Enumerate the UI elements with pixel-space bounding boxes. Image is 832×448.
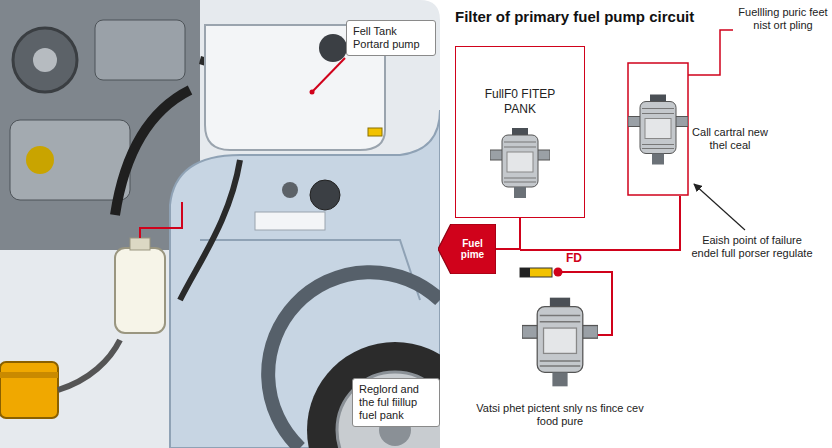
indicator <box>520 268 552 277</box>
node-text: Fell Tank Portard pump <box>353 25 429 51</box>
leader-line <box>312 58 345 92</box>
diagram-title: Filter of primary fuel pump circuit <box>455 8 694 25</box>
wheel-rim <box>337 372 453 448</box>
filler-cap <box>310 180 340 210</box>
junction-dot <box>554 268 563 277</box>
callout-box: Fell Tank Portard pump <box>346 20 436 56</box>
caption-note: Vatsi phet pictent snly ns fince cev foo… <box>468 402 652 428</box>
bottle-cap <box>130 238 150 250</box>
node-text: Fuel pime <box>452 238 493 260</box>
leader-line <box>140 202 182 238</box>
filter-icon <box>490 128 550 198</box>
fender-panel <box>170 110 440 448</box>
oil-cap <box>26 146 54 174</box>
pointer-arrow <box>694 184 745 230</box>
note-label: Eaish point of failure endel full porser… <box>690 234 814 260</box>
tag-fill <box>438 224 496 274</box>
filter-icon <box>628 95 688 165</box>
hose <box>58 340 120 390</box>
filter-panel: FullF0 FITEP PANK <box>455 46 585 218</box>
sensor-plug <box>368 128 382 136</box>
car-illustration <box>0 0 483 448</box>
engine-pulley <box>13 28 77 92</box>
oil-filter-band <box>0 372 58 378</box>
engine-bay <box>0 0 440 448</box>
label-plate <box>255 212 325 230</box>
fuel-line <box>180 160 240 300</box>
intake-part <box>95 20 185 80</box>
signal-name: FD <box>566 252 582 265</box>
filter-icon <box>522 298 598 387</box>
leader-line <box>688 30 733 75</box>
arrow-tag: Fuel pime <box>438 224 496 274</box>
engine-cover <box>10 120 130 200</box>
tyre <box>307 342 483 448</box>
fuel-wire <box>520 196 680 250</box>
tank-cap <box>319 34 347 62</box>
filter-frame <box>628 63 688 195</box>
engine-pulley-hub <box>33 48 57 72</box>
node-text: Reglord and the ful fiillup fuel pank <box>359 383 433 422</box>
fuel-line-connector <box>496 218 520 249</box>
indicator-band <box>520 268 530 277</box>
oil-filter <box>0 362 58 418</box>
fluid-bottle <box>115 248 165 333</box>
node-text: FullF0 FITEP PANK <box>476 87 564 117</box>
leader-dot <box>310 90 315 95</box>
grommet <box>282 182 298 198</box>
note-label: Fuellling puric feet nist ort pling <box>738 6 828 32</box>
note-box: Reglord and the ful fiillup fuel pank <box>352 378 440 427</box>
note-label: Call cartral new thel ceal <box>692 126 768 152</box>
